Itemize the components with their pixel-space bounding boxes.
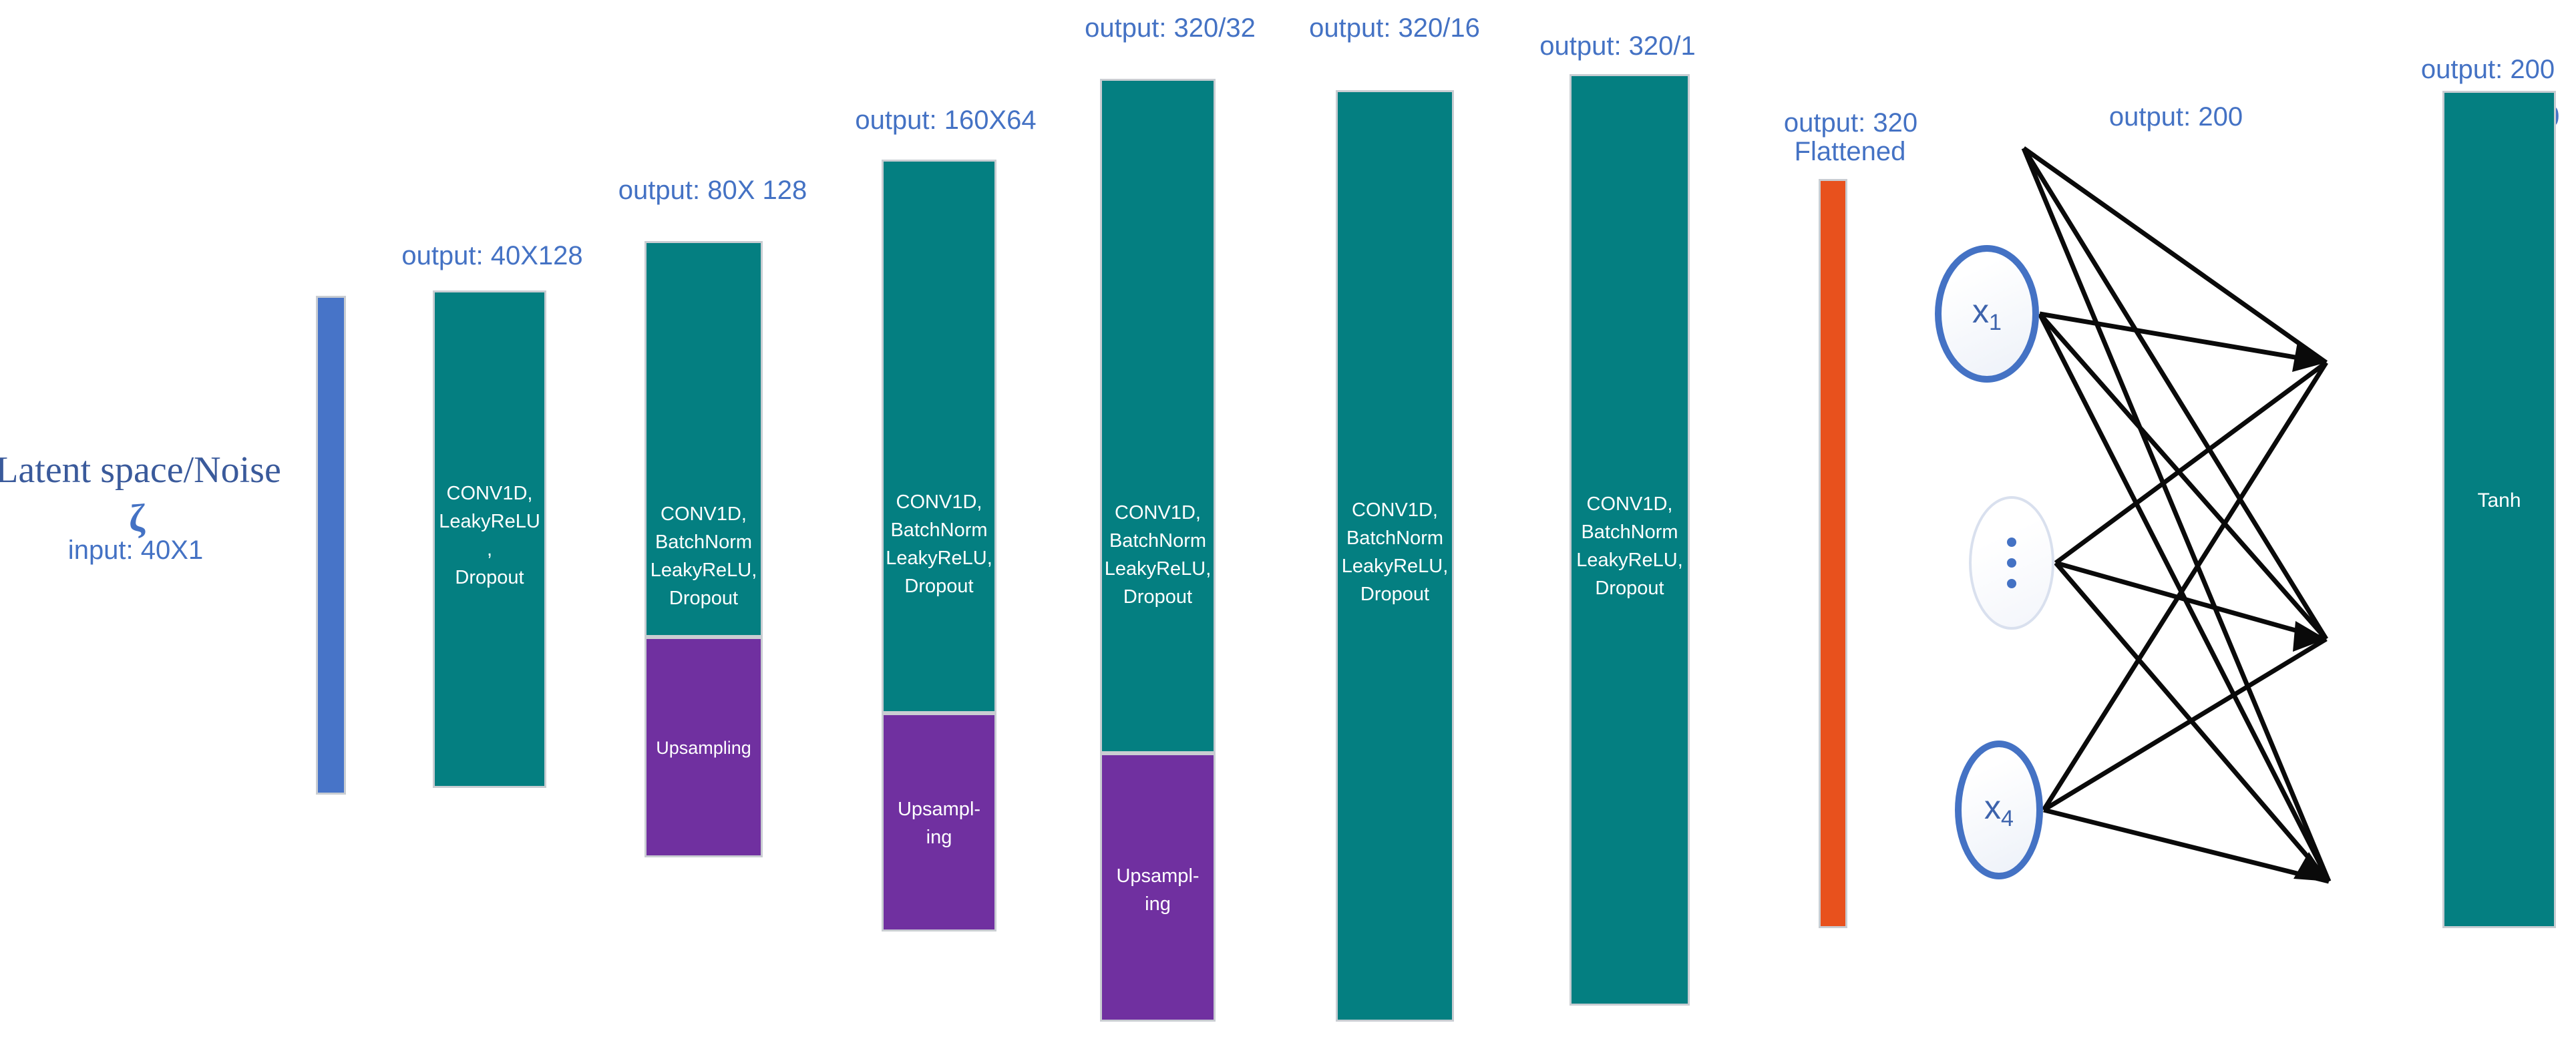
layer4-body: CONV1D, BatchNorm LeakyReLU, Dropout xyxy=(1104,502,1212,608)
layer4-upsampling-block: Upsampl- ing xyxy=(1100,753,1216,1022)
flatten-label-line2: Flattened xyxy=(1794,137,1906,166)
layer6-conv-block: CONV1D, BatchNorm LeakyReLU, Dropout xyxy=(1570,74,1690,1006)
layer2-upsampling-block: Upsampling xyxy=(645,637,763,857)
layer2-upsampling-label: Upsampling xyxy=(656,738,751,758)
layer5-conv-block: CONV1D, BatchNorm LeakyReLU, Dropout xyxy=(1336,90,1454,1022)
layer4-upsampling-label: Upsampl- ing xyxy=(1116,865,1200,915)
layer3-conv-block: CONV1D, BatchNorm LeakyReLU, Dropout xyxy=(882,160,996,713)
layer2-output-label: output: 80X 128 xyxy=(618,176,807,205)
flatten-bar xyxy=(1819,179,1847,928)
layer4-output-label: output: 320/32 xyxy=(1085,13,1256,43)
zeta-symbol: ζ xyxy=(129,496,145,540)
layer2-conv-block: CONV1D, BatchNorm LeakyReLU, Dropout xyxy=(645,241,763,637)
arrowhead-icon xyxy=(2292,342,2326,372)
layer6-body: CONV1D, BatchNorm LeakyReLU, Dropout xyxy=(1576,493,1683,599)
layer3-upsampling-label: Upsampl- ing xyxy=(897,799,981,848)
layer1-body: CONV1D, LeakyReLU , Dropout xyxy=(439,483,540,588)
flatten-output-label: output: 320 xyxy=(1783,108,1918,138)
vertical-ellipsis-icon xyxy=(2007,538,2016,588)
tanh-block: Tanh xyxy=(2442,91,2556,928)
node-x4-label: x4 xyxy=(1984,789,2014,831)
dense-node-x1: x1 xyxy=(1935,245,2039,383)
tanh-label: Tanh xyxy=(2477,489,2521,511)
layer5-output-label: output: 320/16 xyxy=(1309,13,1480,43)
dense-node-ellipsis xyxy=(1969,496,2054,630)
layer3-upsampling-block: Upsampl- ing xyxy=(882,713,996,931)
arrowhead-icon xyxy=(2293,852,2329,881)
node-x1-label: x1 xyxy=(1972,292,2002,335)
layer3-body: CONV1D, BatchNorm LeakyReLU, Dropout xyxy=(886,491,992,597)
arrowhead-icon xyxy=(2293,621,2326,652)
input-noise-bar xyxy=(316,296,346,795)
layer1-output-label: output: 40X128 xyxy=(401,241,583,270)
layer2-body: CONV1D, BatchNorm LeakyReLU, Dropout xyxy=(650,503,757,609)
latent-space-title: Latent space/Noise xyxy=(0,449,281,491)
dense-node-x4: x4 xyxy=(1955,741,2043,879)
layer3-output-label: output: 160X64 xyxy=(855,106,1037,135)
layer5-body: CONV1D, BatchNorm LeakyReLU, Dropout xyxy=(1341,499,1449,605)
dense-output-label: output: 200 xyxy=(2108,102,2243,132)
layer4-conv-block: CONV1D, BatchNorm LeakyReLU, Dropout xyxy=(1100,79,1216,753)
layer1-conv-block: CONV1D, LeakyReLU , Dropout xyxy=(433,290,546,788)
latent-input-label: input: 40X1 xyxy=(67,536,204,565)
final-output-label: output: 200 xyxy=(2420,55,2555,84)
layer6-output-label: output: 320/1 xyxy=(1539,31,1696,61)
